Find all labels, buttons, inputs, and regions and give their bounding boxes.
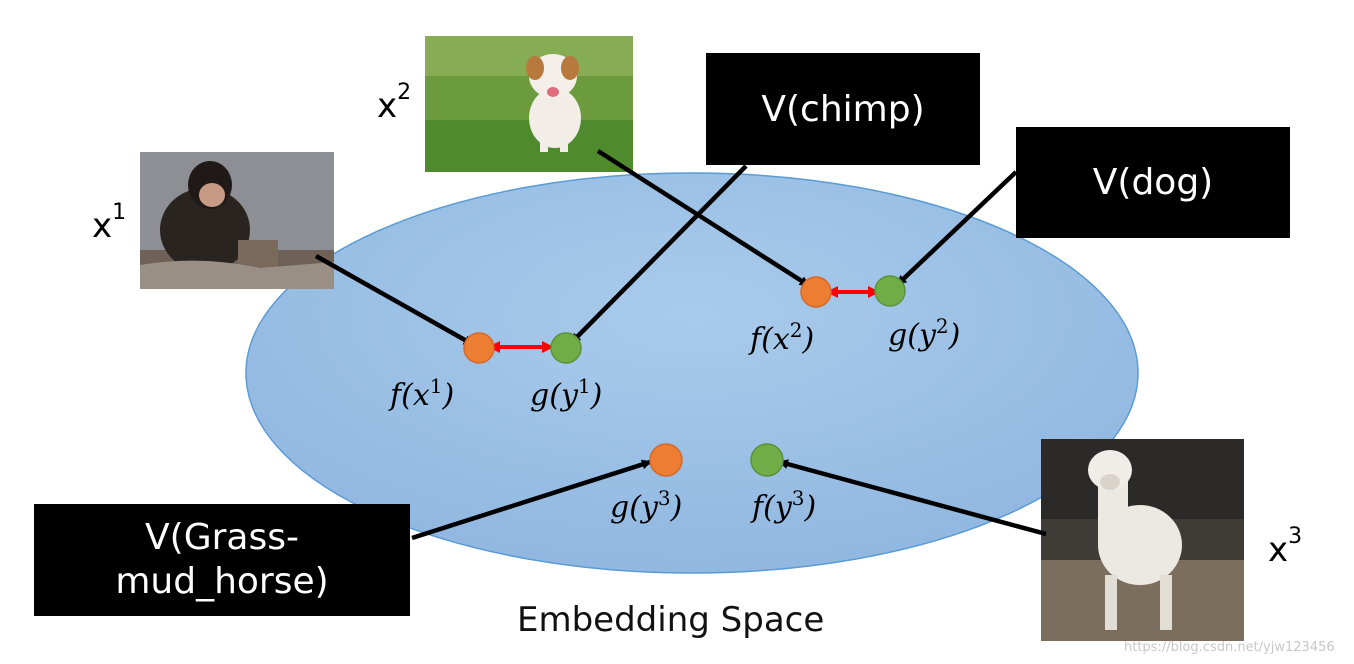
arrow-alpaca-photo-to-f3	[778, 459, 1047, 537]
embedding-space-caption: Embedding Space	[517, 600, 825, 640]
watermark: https://blog.csdn.net/yjw123456	[1124, 640, 1335, 655]
arrow-vgrass-to-g3	[411, 459, 652, 541]
embedding-space-ellipse	[245, 172, 1139, 574]
box-v-grass-line2: mud_horse)	[115, 561, 329, 602]
box-v-chimp: V(chimp)	[706, 53, 980, 165]
point-f-x2	[800, 276, 832, 308]
chimp-photo	[140, 152, 334, 289]
label-f-x1: f(x1)	[390, 374, 455, 413]
label-g-y1: g(y1)	[530, 374, 603, 413]
point-g-y2	[874, 275, 906, 307]
box-v-dog: V(dog)	[1016, 127, 1290, 238]
box-v-grass-mud-horse: V(Grass- mud_horse)	[34, 504, 410, 616]
label-g-y2: g(y2)	[888, 314, 961, 353]
point-g-y3	[649, 443, 683, 477]
point-f-x1	[463, 332, 495, 364]
label-x2: x2	[377, 80, 412, 126]
box-v-grass-line1: V(Grass-	[145, 517, 299, 558]
label-f-x2: f(x2)	[750, 318, 815, 357]
label-g-y3: g(y3)	[610, 486, 683, 525]
arrow-vchimp-to-g1	[570, 164, 748, 344]
point-g-y1	[550, 332, 582, 364]
alpaca-photo	[1041, 439, 1244, 641]
arrow-dog-photo-to-f2	[596, 149, 810, 287]
label-x3: x3	[1268, 524, 1303, 570]
point-f-y3	[750, 443, 784, 477]
dog-photo	[425, 36, 633, 172]
arrow-vdog-to-g2	[896, 170, 1018, 286]
label-f-y3: f(y3)	[752, 486, 817, 525]
arrow-chimp-photo-to-f1	[314, 254, 474, 346]
label-x1: x1	[92, 200, 127, 246]
